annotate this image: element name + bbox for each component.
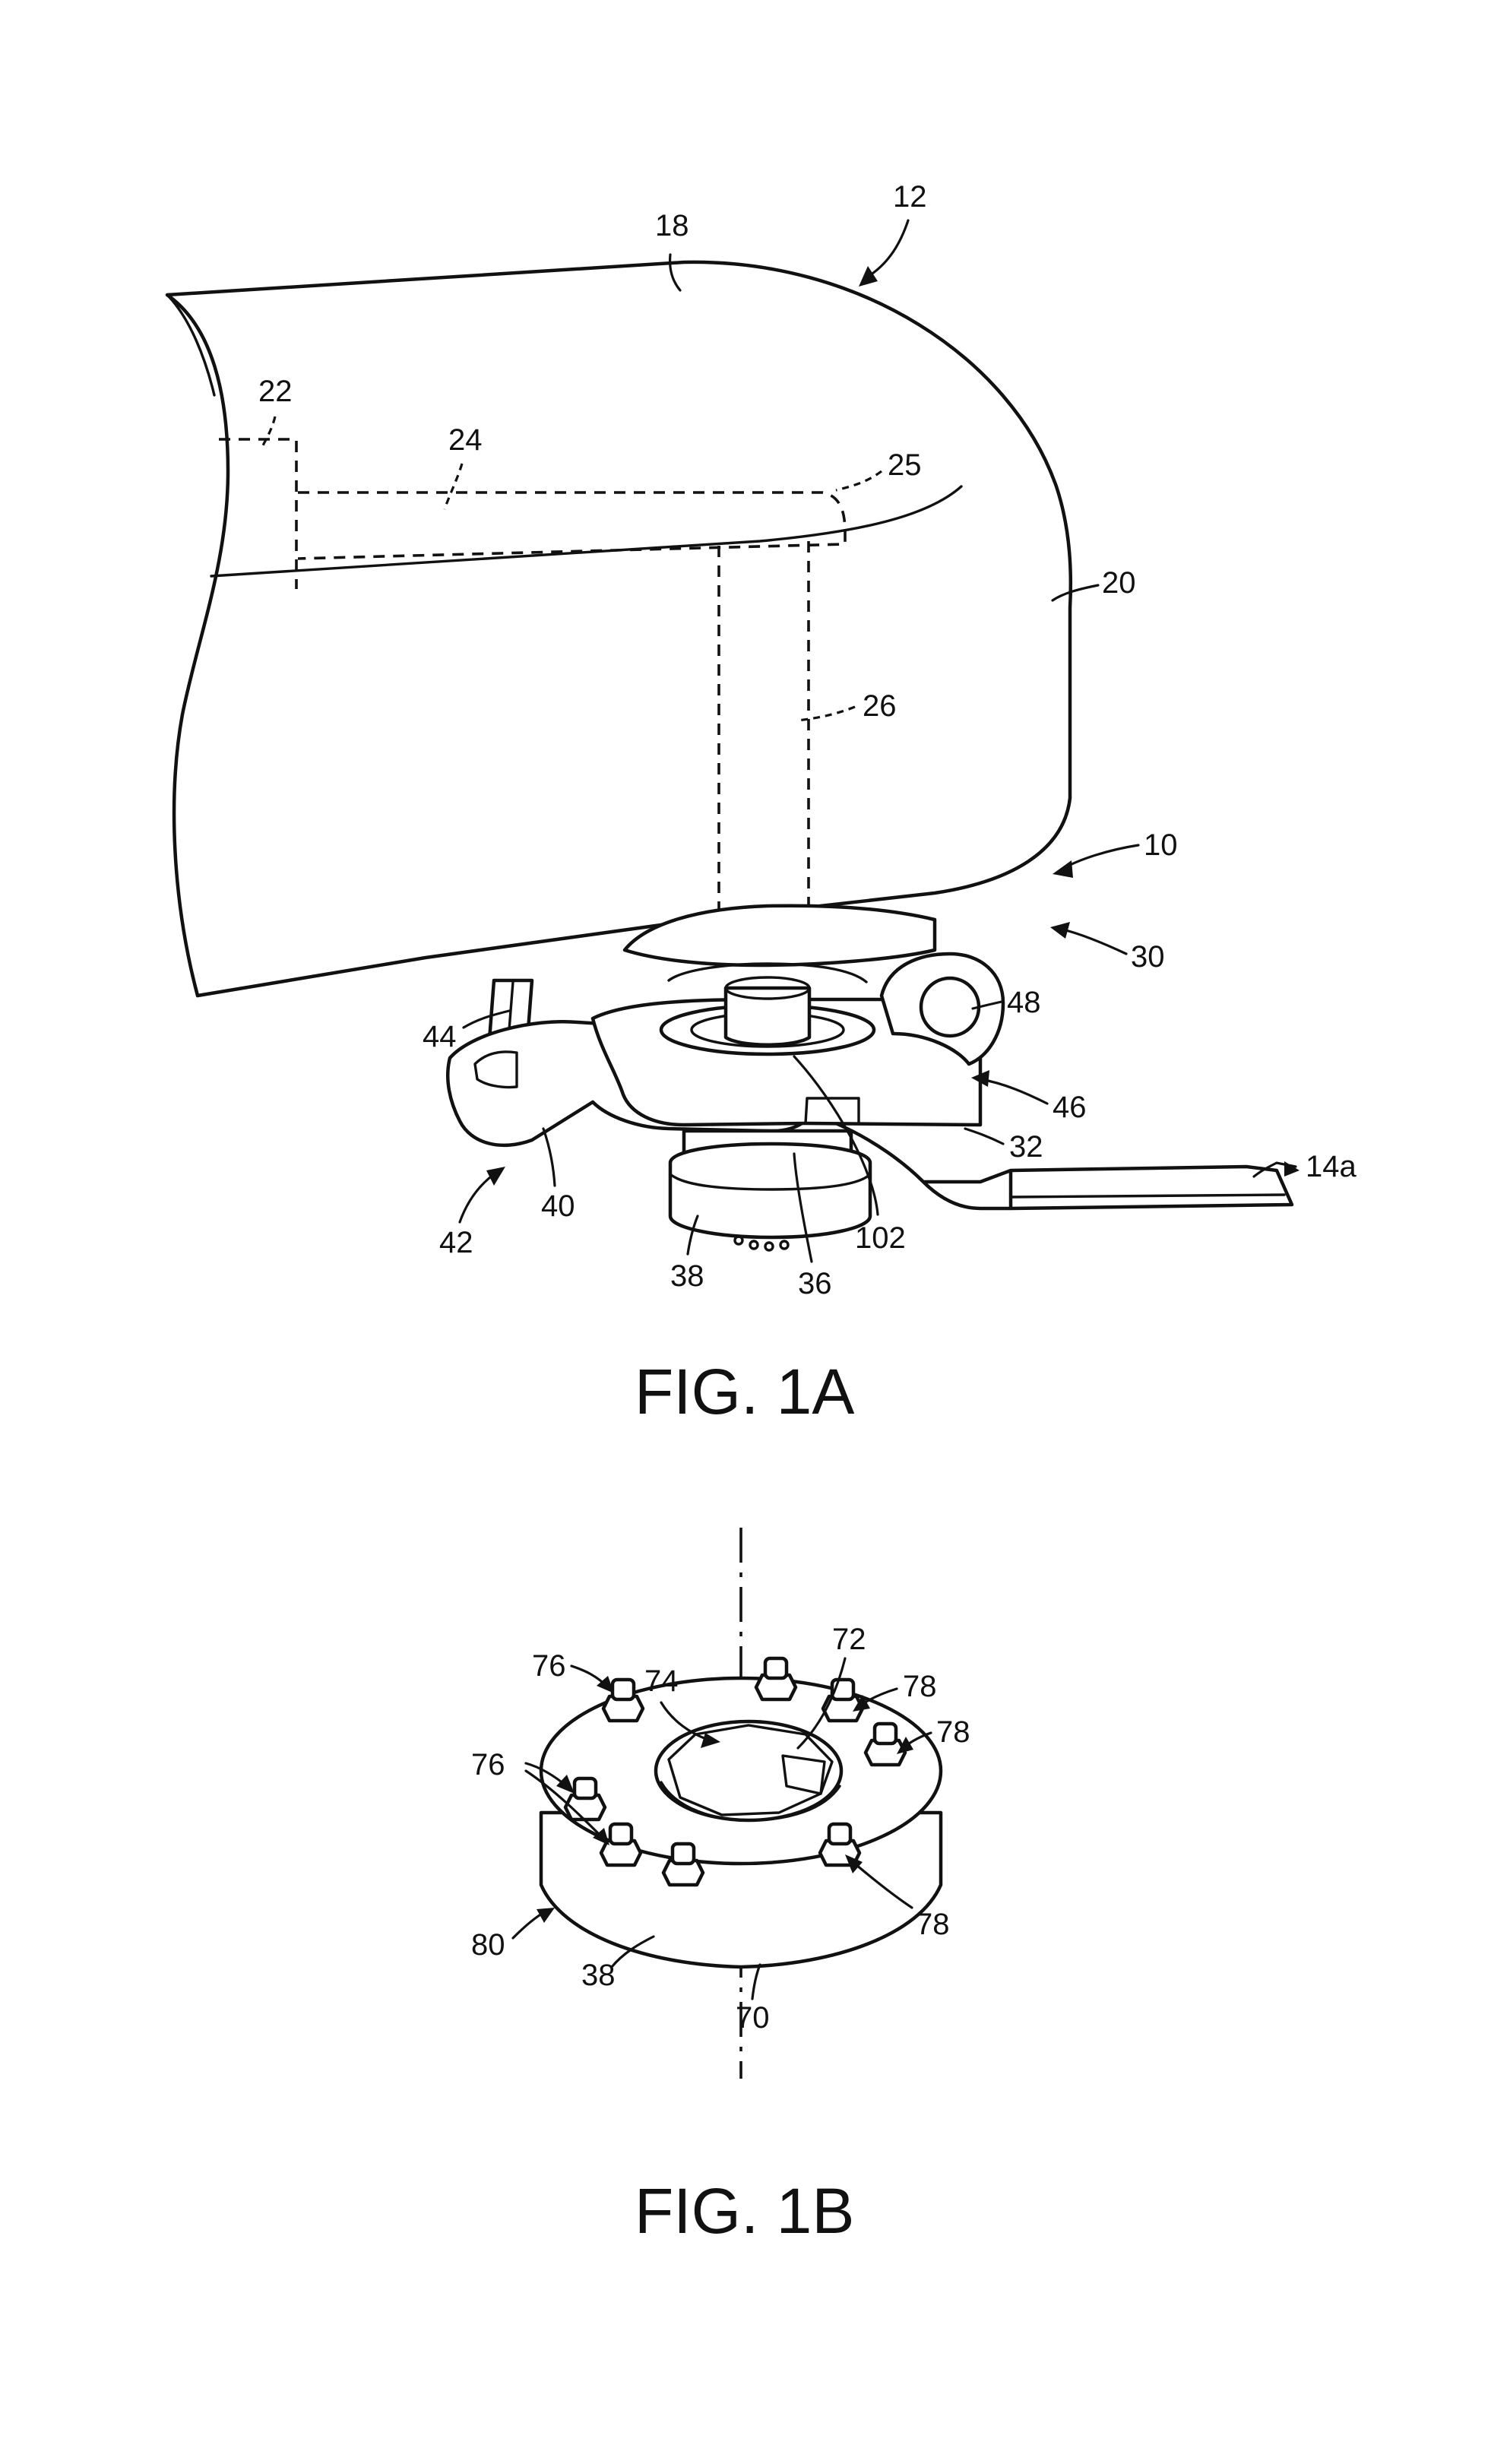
motor-22-hidden — [219, 439, 296, 589]
leader-40 — [543, 1129, 555, 1186]
ref-76-top: 76 — [532, 1649, 566, 1683]
fig-1a-caption: FIG. 1A — [635, 1356, 854, 1427]
stud — [756, 1658, 796, 1699]
fig-1b-caption: FIG. 1B — [635, 2175, 854, 2247]
ref-70: 70 — [736, 2001, 770, 2035]
leader-70 — [752, 1965, 760, 1999]
ref-38: 38 — [581, 1959, 616, 1992]
ref-40: 40 — [541, 1189, 575, 1223]
ref-42: 42 — [439, 1226, 473, 1259]
leader-12 — [870, 220, 908, 275]
stud — [823, 1680, 863, 1721]
ref-76-left: 76 — [471, 1748, 505, 1781]
arrow-12 — [859, 266, 878, 287]
ref-25: 25 — [888, 448, 922, 482]
fig-1b-drawing: 74 72 76 78 78 76 78 80 38 70 — [471, 1528, 970, 2079]
housing-side-curve — [211, 486, 961, 576]
housing-body — [167, 262, 1071, 996]
spindle-26-hidden — [719, 541, 809, 912]
shaft-24-hidden — [298, 492, 845, 559]
ref-14a: 14a — [1306, 1150, 1356, 1183]
ref-24: 24 — [448, 423, 483, 457]
ref-18: 18 — [655, 209, 689, 242]
ref-80: 80 — [471, 1928, 505, 1962]
ref-36: 36 — [798, 1267, 832, 1300]
ref-10: 10 — [1144, 828, 1178, 862]
leader-18 — [670, 255, 680, 290]
leader-20 — [1053, 585, 1098, 600]
ref-78-b: 78 — [936, 1715, 970, 1749]
collar-upper — [625, 906, 935, 965]
arrow-30 — [1050, 922, 1070, 939]
ref-78-c: 78 — [916, 1908, 950, 1941]
leader-24 — [445, 464, 462, 509]
ref-78-a: 78 — [903, 1670, 937, 1703]
leader-25 — [836, 471, 882, 490]
ref-102: 102 — [855, 1221, 906, 1255]
ref-32: 32 — [1009, 1130, 1043, 1164]
ref-12: 12 — [893, 180, 927, 214]
ref-46: 46 — [1053, 1091, 1087, 1124]
leader-42 — [460, 1174, 494, 1222]
ref-26: 26 — [863, 689, 897, 723]
leader-46 — [980, 1079, 1047, 1104]
pivot-pin-48 — [921, 978, 979, 1036]
ref-48: 48 — [1007, 986, 1041, 1019]
leader-30 — [1060, 929, 1126, 954]
arrow-14a — [1284, 1161, 1299, 1177]
fig-1a-drawing: 18 12 22 24 25 20 26 10 30 48 44 46 32 4… — [167, 180, 1356, 1300]
ref-22: 22 — [258, 375, 293, 408]
leader-26 — [798, 707, 855, 721]
arrow-42 — [486, 1167, 505, 1186]
ref-38: 38 — [670, 1259, 704, 1293]
leader-32 — [965, 1129, 1003, 1144]
ref-74: 74 — [644, 1664, 679, 1698]
ref-44: 44 — [423, 1020, 457, 1053]
leader-22 — [261, 416, 275, 448]
arrow-10 — [1053, 860, 1073, 878]
ref-72: 72 — [832, 1623, 866, 1656]
ref-20: 20 — [1102, 566, 1136, 600]
ref-30: 30 — [1131, 940, 1165, 974]
